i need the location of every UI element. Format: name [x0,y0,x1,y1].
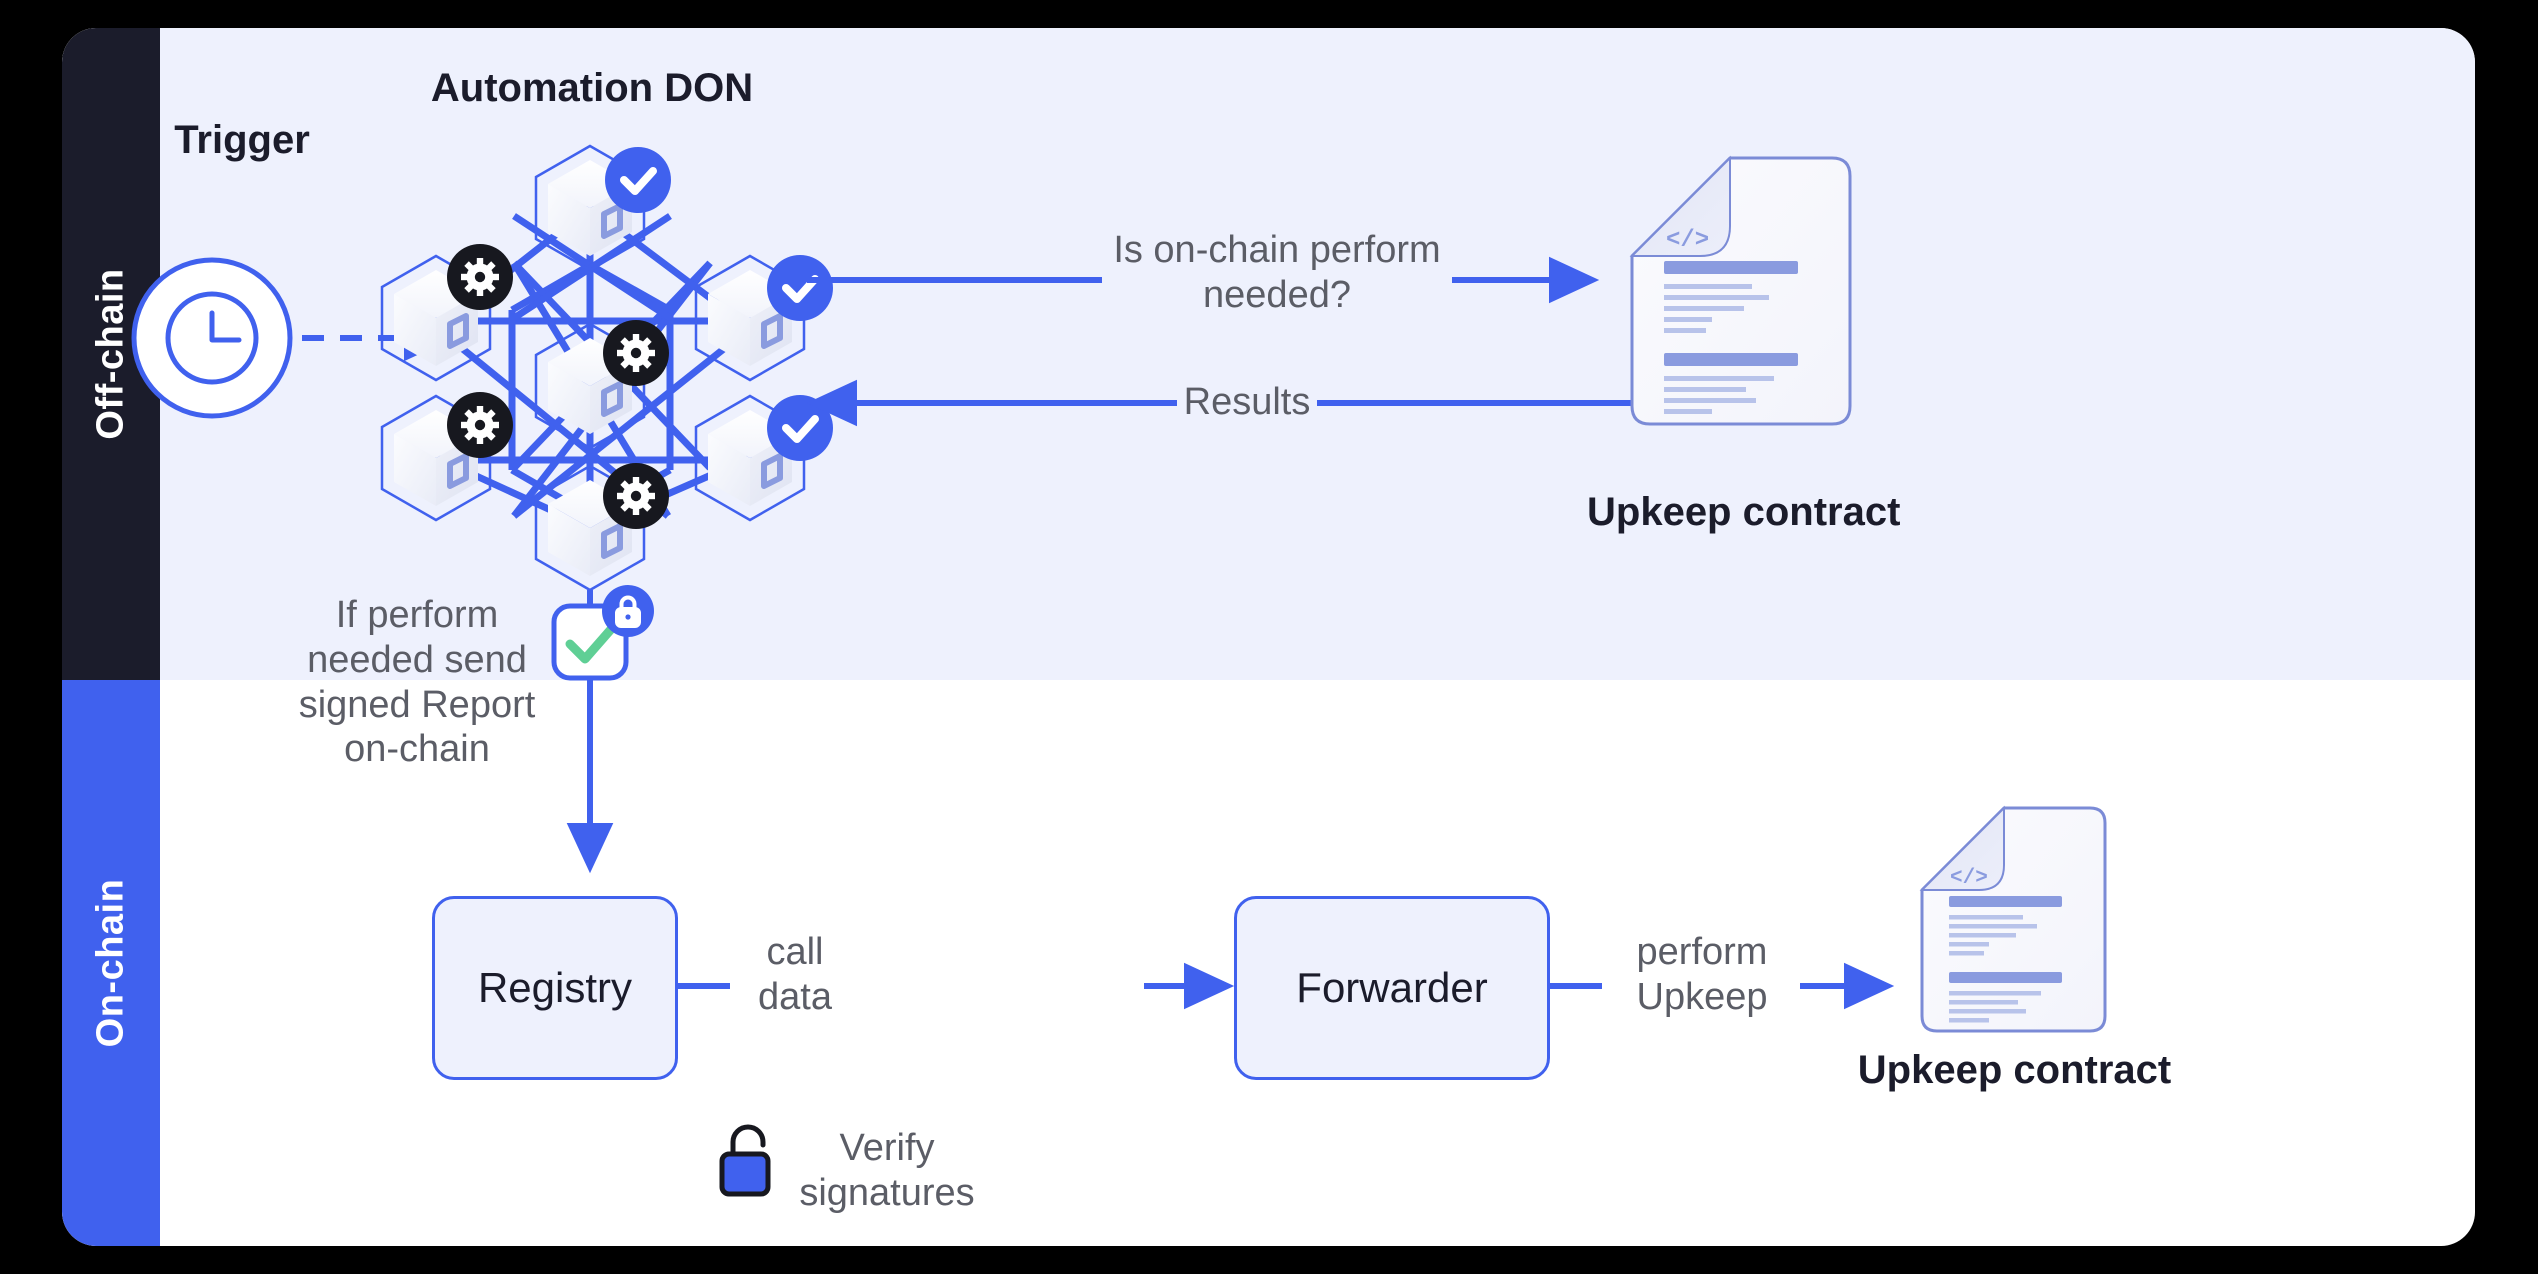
registry-box[interactable]: Registry [432,896,678,1080]
lane-offchain-label: Off-chain [89,268,132,440]
unlock-icon [719,1124,771,1197]
offchain-panel [160,28,2475,680]
lane-onchain: On-chain [62,680,160,1246]
registry-label: Registry [477,964,633,1011]
is-onchain-perform-needed-label: Is on-chain perform needed? [1113,229,1441,316]
perform-upkeep-label: perform Upkeep [1636,931,1768,1018]
upkeep-contract-offchain-label: Upkeep contract [1587,490,1901,534]
automation-don-title: Automation DON [430,66,754,110]
upkeep-contract-onchain-label: Upkeep contract [1857,1048,2172,1092]
forwarder-label: Forwarder [1296,964,1488,1011]
send-signed-report-label: If perform needed send signed Report on-… [298,594,536,771]
call-data-label: call data [758,931,832,1018]
upkeep-contract-onchain-icon: </> [1919,805,2107,1033]
forwarder-box[interactable]: Forwarder [1234,896,1550,1080]
verify-signatures-label: Verify signatures [799,1127,975,1214]
trigger-label: Trigger [174,118,310,162]
diagram-card: Off-chain On-chain [62,28,2475,1246]
results-label: Results [1183,381,1311,423]
lane-onchain-label: On-chain [89,878,132,1048]
svg-text:</>: </> [1950,867,1988,890]
